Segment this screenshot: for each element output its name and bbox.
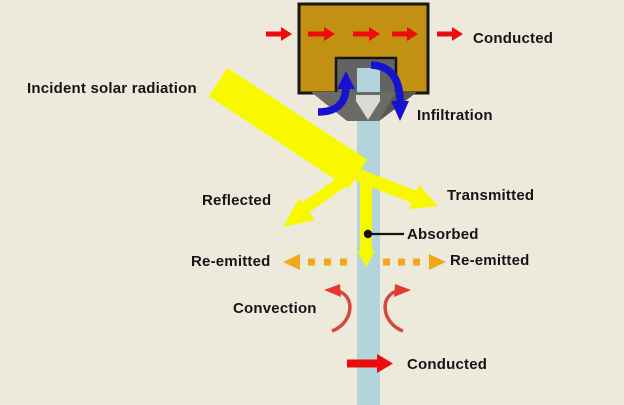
reflected-arrow-icon <box>283 167 360 227</box>
convection-label: Convection <box>233 300 317 317</box>
conducted-top-label: Conducted <box>473 30 554 47</box>
infiltration-arrows-icon <box>317 61 409 121</box>
absorbed-down-arrow-icon <box>357 177 375 267</box>
transmitted-label: Transmitted <box>447 187 535 204</box>
conducted-bottom-arrow-icon <box>347 354 393 373</box>
absorbed-label: Absorbed <box>407 226 479 243</box>
reemitted-right-label: Re-emitted <box>450 252 530 269</box>
reemitted-arrow-right-icon <box>383 254 446 270</box>
convection-arrows-icon <box>324 284 411 333</box>
infiltration-label: Infiltration <box>417 107 493 124</box>
conducted-top-arrows-icon <box>266 27 463 41</box>
incident-beam-icon <box>208 67 368 189</box>
conducted-bottom-label: Conducted <box>407 356 488 373</box>
incident-solar-radiation-label: Incident solar radiation <box>27 80 197 97</box>
reemitted-left-label: Re-emitted <box>191 253 271 270</box>
reflected-label: Reflected <box>202 192 272 209</box>
absorbed-marker <box>363 229 404 239</box>
reemitted-arrow-left-icon <box>283 254 347 270</box>
